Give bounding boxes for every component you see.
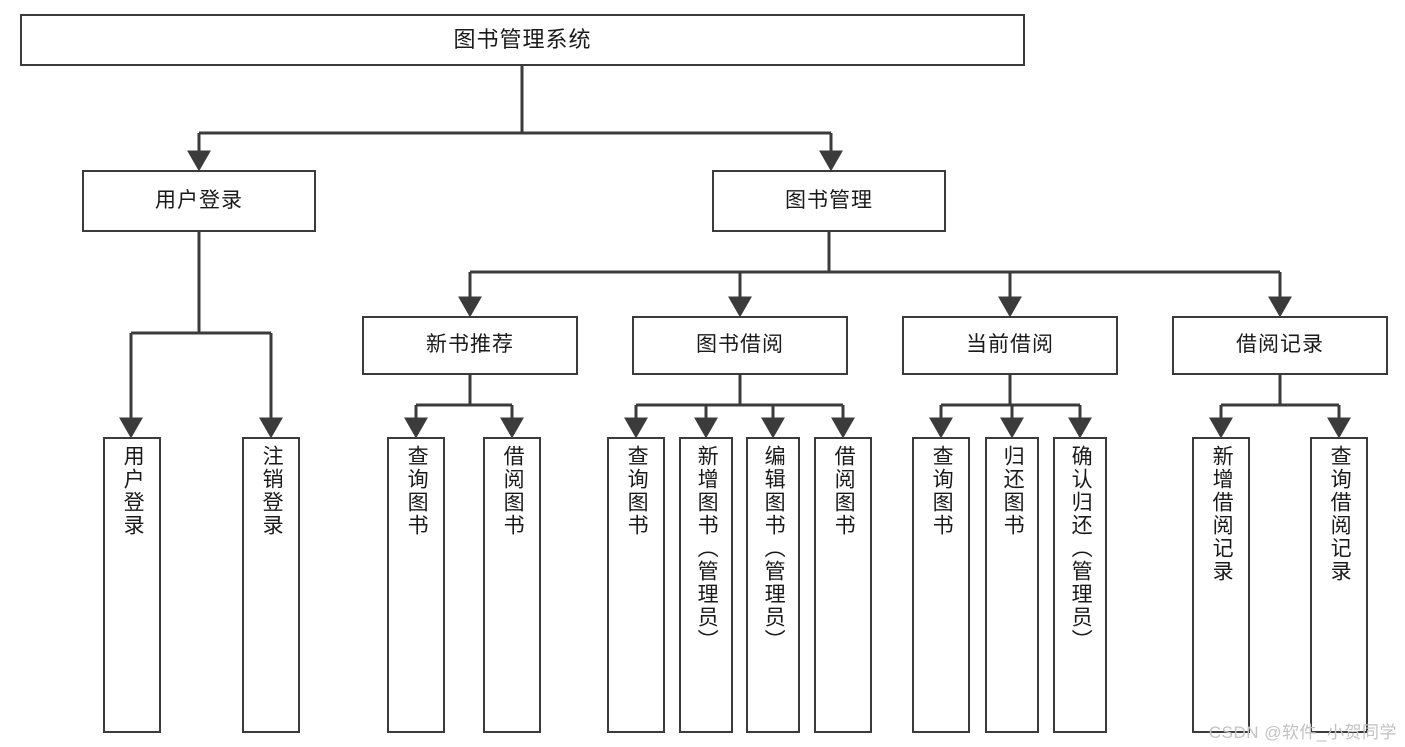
node-leaf-query-book-b[interactable]: 查询图书 (607, 437, 665, 733)
node-leaf-add-record-label: 新增借阅记录 (1210, 445, 1234, 583)
node-leaf-query-book-a[interactable]: 查询图书 (387, 437, 445, 733)
node-current-borrow[interactable]: 当前借阅 (902, 316, 1118, 375)
watermark: CSDN @软件_小贺同学 (1208, 723, 1397, 742)
node-leaf-add-book[interactable]: 新增图书（管理员） (679, 437, 733, 733)
node-new-book-recommend-label: 新书推荐 (426, 333, 514, 357)
node-leaf-logout-label: 注销登录 (260, 445, 284, 537)
node-leaf-add-book-label: 新增图书（管理员） (695, 445, 719, 652)
node-leaf-query-record[interactable]: 查询借阅记录 (1310, 437, 1368, 733)
node-leaf-borrow-book-a-label: 借阅图书 (501, 445, 525, 537)
node-leaf-query-book-c[interactable]: 查询图书 (912, 437, 970, 733)
node-root-label: 图书管理系统 (453, 27, 592, 53)
node-user-login[interactable]: 用户登录 (82, 170, 316, 232)
node-leaf-borrow-book-b[interactable]: 借阅图书 (814, 437, 872, 733)
node-leaf-logout[interactable]: 注销登录 (242, 437, 300, 733)
node-leaf-edit-book[interactable]: 编辑图书（管理员） (746, 437, 800, 733)
node-leaf-return-book[interactable]: 归还图书 (985, 437, 1039, 733)
node-leaf-user-login[interactable]: 用户登录 (103, 437, 161, 733)
node-user-login-label: 用户登录 (155, 188, 243, 212)
node-leaf-confirm-return[interactable]: 确认归还（管理员） (1053, 437, 1107, 733)
node-leaf-confirm-return-label: 确认归还（管理员） (1069, 445, 1093, 652)
node-leaf-query-book-a-label: 查询图书 (405, 445, 429, 537)
node-book-borrow[interactable]: 图书借阅 (632, 316, 848, 375)
node-root[interactable]: 图书管理系统 (20, 14, 1025, 66)
node-leaf-edit-book-label: 编辑图书（管理员） (762, 445, 786, 652)
node-borrow-record[interactable]: 借阅记录 (1172, 316, 1388, 375)
node-leaf-add-record[interactable]: 新增借阅记录 (1192, 437, 1250, 733)
node-book-borrow-label: 图书借阅 (696, 333, 784, 357)
node-leaf-user-login-label: 用户登录 (121, 445, 145, 537)
node-leaf-borrow-book-b-label: 借阅图书 (832, 445, 856, 537)
node-leaf-query-book-b-label: 查询图书 (625, 445, 649, 537)
node-current-borrow-label: 当前借阅 (966, 333, 1054, 357)
node-leaf-query-book-c-label: 查询图书 (930, 445, 954, 537)
node-leaf-query-record-label: 查询借阅记录 (1328, 445, 1352, 583)
node-leaf-borrow-book-a[interactable]: 借阅图书 (483, 437, 541, 733)
node-new-book-recommend[interactable]: 新书推荐 (362, 316, 578, 375)
node-book-management-label: 图书管理 (785, 188, 873, 212)
node-borrow-record-label: 借阅记录 (1236, 333, 1324, 357)
node-book-management[interactable]: 图书管理 (712, 170, 946, 232)
node-leaf-return-book-label: 归还图书 (1001, 445, 1025, 537)
